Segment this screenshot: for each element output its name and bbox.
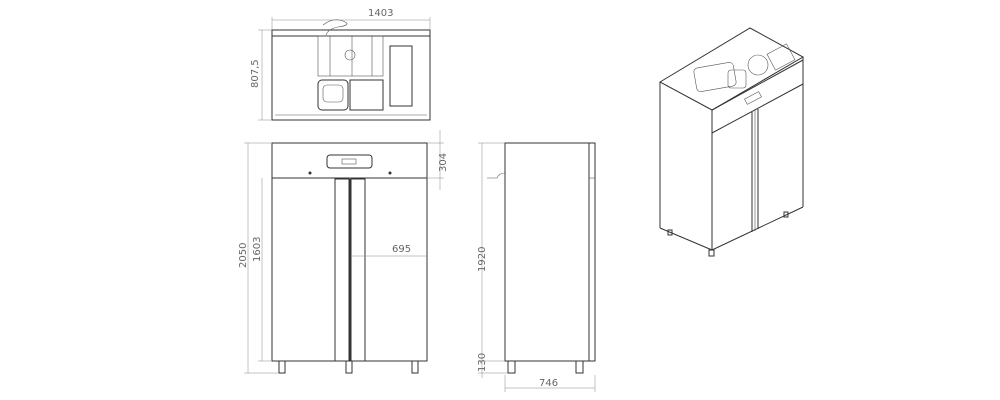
dim-side-height: 1920	[477, 247, 488, 272]
power-plug	[487, 172, 506, 179]
door-handle-left	[334, 178, 350, 362]
fan-icon	[344, 49, 356, 61]
isometric-view	[658, 27, 805, 257]
dim-side-depth: 746	[539, 378, 558, 389]
top-view: 1403 807,5	[250, 8, 431, 121]
dim-band-height: 304	[438, 153, 449, 172]
side-view: 1920 130 746	[477, 142, 596, 392]
iso-compressor	[693, 62, 737, 92]
dim-door-width: 695	[392, 244, 411, 255]
control-panel	[326, 154, 373, 169]
iso-control-panel	[744, 91, 762, 105]
dim-door-height: 1603	[252, 237, 263, 262]
condenser	[389, 45, 413, 107]
dim-total-height: 2050	[238, 243, 249, 268]
door-handle-right	[350, 178, 366, 362]
power-cable	[322, 19, 348, 36]
dim-top-depth: 807,5	[250, 59, 261, 88]
iso-condenser	[766, 43, 796, 71]
compressor	[317, 79, 349, 111]
dim-leg-height: 130	[477, 353, 488, 372]
dim-top-width: 1403	[368, 8, 393, 19]
front-view: 2050 1603 304 695	[238, 130, 449, 374]
